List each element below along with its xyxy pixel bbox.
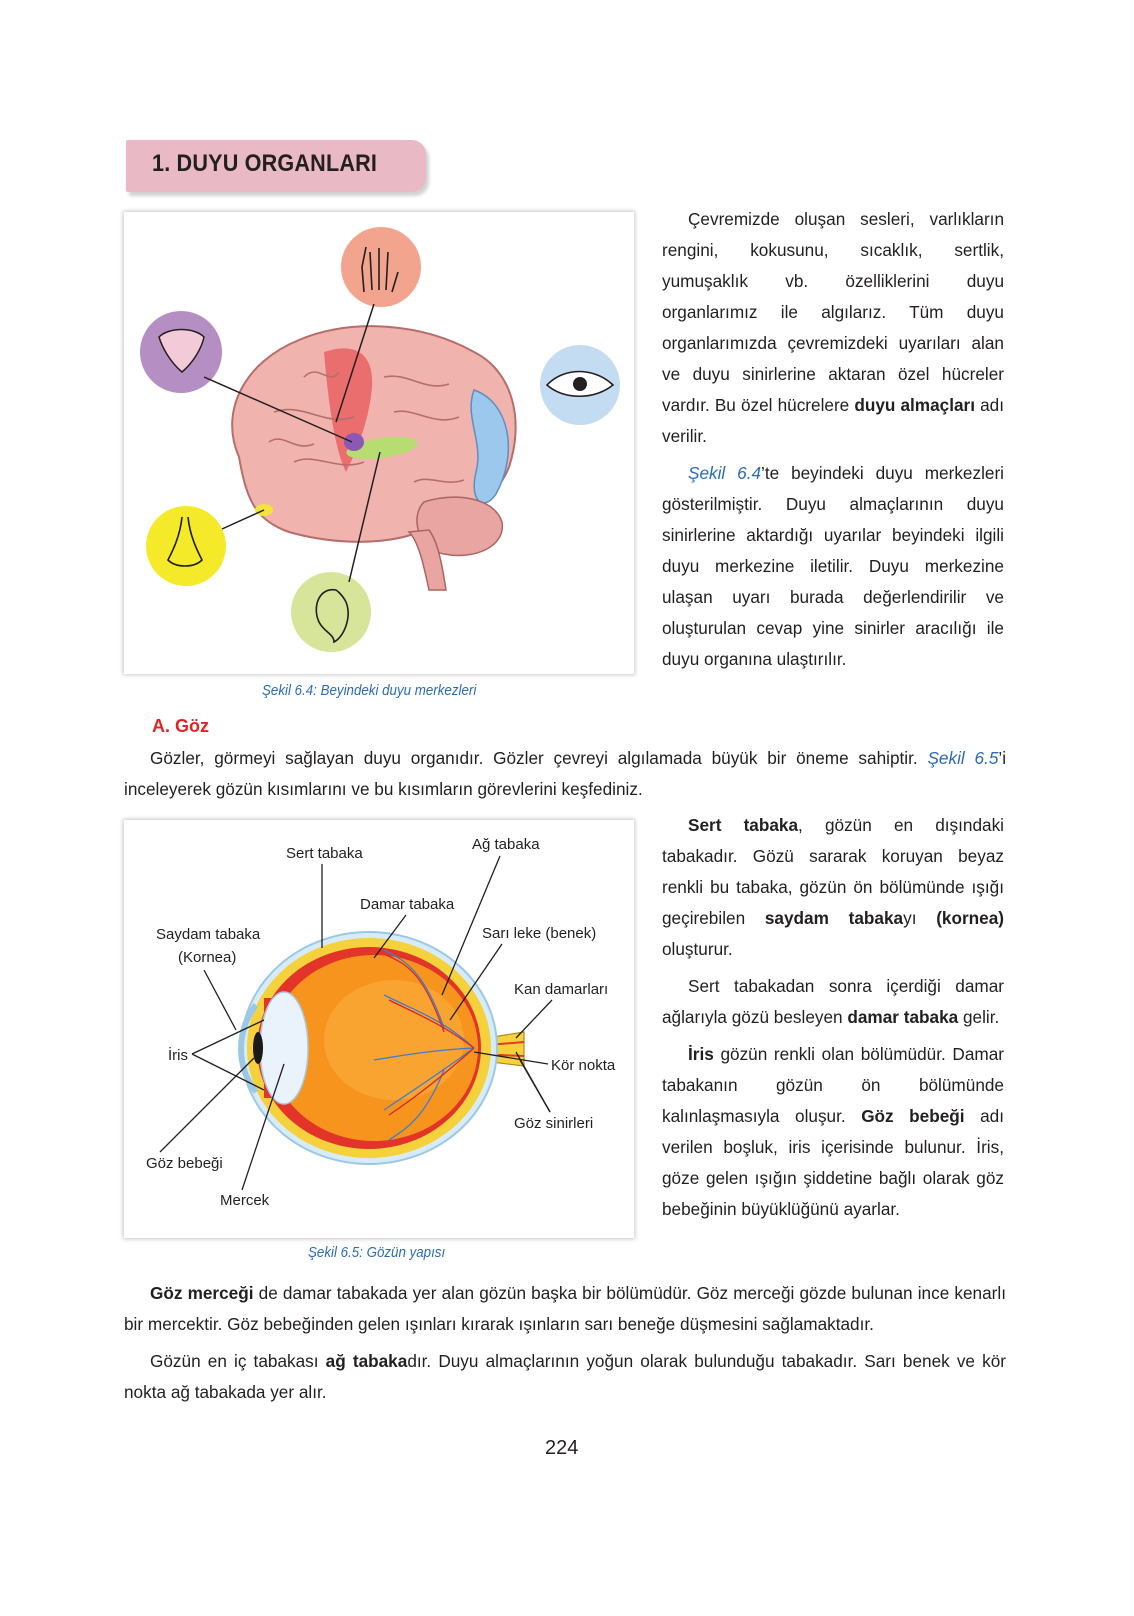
eyeball — [238, 931, 525, 1165]
eye-diagram: Sert tabaka Ağ tabaka Damar tabaka Sayda… — [146, 836, 616, 1209]
label-sari-leke: Sarı leke (benek) — [482, 925, 596, 942]
intro-paragraph-1: Çevremizde oluşan sesleri, varlıkların r… — [662, 209, 1004, 446]
page-number: 224 — [545, 1437, 579, 1459]
intro-text: Çevremizde oluşan sesleri, varlıkların r… — [662, 204, 1004, 675]
nose-icon — [167, 516, 203, 567]
smell-circle — [146, 506, 226, 586]
hand-icon — [361, 246, 399, 293]
retina-paragraph: Gözün en iç tabakası ağ tabakadır. Duyu … — [124, 1351, 1006, 1402]
label-damar-tabaka: Damar tabaka — [360, 896, 455, 913]
brain — [231, 325, 517, 591]
label-saydam-tabaka: Saydam tabaka — [156, 926, 261, 943]
label-iris: İris — [168, 1046, 188, 1064]
touch-circle — [341, 227, 421, 307]
brain-stem — [407, 529, 447, 591]
bottom-text: Göz merceği de damar tabakada yer alan g… — [124, 1278, 1006, 1408]
iris-paragraph: İris gözün renkli olan bölümüdür. Damar … — [662, 1044, 1004, 1219]
eye-heading: A. Göz — [152, 716, 209, 736]
figure-6-4-link[interactable]: Şekil 6.4 — [688, 463, 762, 483]
figure-eye-caption: Şekil 6.5: Gözün yapısı — [308, 1245, 446, 1261]
label-goz-bebegi: Göz bebeği — [146, 1155, 223, 1172]
label-kor-nokta: Kör nokta — [551, 1057, 616, 1074]
label-kornea: (Kornea) — [178, 949, 236, 966]
lens — [259, 991, 309, 1105]
figure-brain-caption: Şekil 6.4: Beyindeki duyu merkezleri — [262, 683, 477, 699]
tongue-icon — [158, 328, 205, 373]
damar-tabaka-paragraph: Sert tabakadan sonra içerdiği damar ağla… — [662, 976, 1004, 1027]
figure-eye: Sert tabaka Ağ tabaka Damar tabaka Sayda… — [124, 820, 634, 1238]
brain-taste-area — [344, 433, 364, 451]
label-ag-tabaka: Ağ tabaka — [472, 836, 540, 853]
sight-circle — [540, 345, 620, 425]
eye-intro: Gözler, görmeyi sağlayan duyu organıdır.… — [124, 748, 1007, 799]
label-goz-sinirleri: Göz sinirleri — [514, 1115, 593, 1132]
label-kan-damarlari: Kan damarları — [514, 981, 608, 998]
pupil — [253, 1032, 263, 1064]
label-sert-tabaka: Sert tabaka — [286, 845, 363, 862]
section-header: 1. DUYU ORGANLARI — [126, 140, 426, 192]
brain-illustration — [140, 227, 620, 652]
taste-circle — [140, 311, 222, 393]
brain-hearing-area — [346, 436, 418, 460]
label-mercek: Mercek — [220, 1192, 270, 1209]
section-title: 1. DUYU ORGANLARI — [152, 150, 378, 177]
sert-tabaka-paragraph: Sert tabaka, gözün en dışındaki tabakadı… — [662, 815, 1005, 959]
brain-motor-area — [324, 348, 373, 472]
lens-paragraph: Göz merceği de damar tabakada yer alan g… — [124, 1283, 1006, 1334]
figure-brain — [124, 212, 634, 674]
hearing-circle — [291, 572, 371, 652]
figure-6-5-link[interactable]: Şekil 6.5 — [927, 748, 999, 768]
eye-parts-text: Sert tabaka, gözün en dışındaki tabakadı… — [662, 810, 1004, 1225]
brain-cerebrum — [231, 325, 517, 543]
ear-icon — [315, 589, 349, 644]
intro-paragraph-2: Şekil 6.4’te beyindeki duyu merkezleri g… — [662, 463, 1004, 669]
